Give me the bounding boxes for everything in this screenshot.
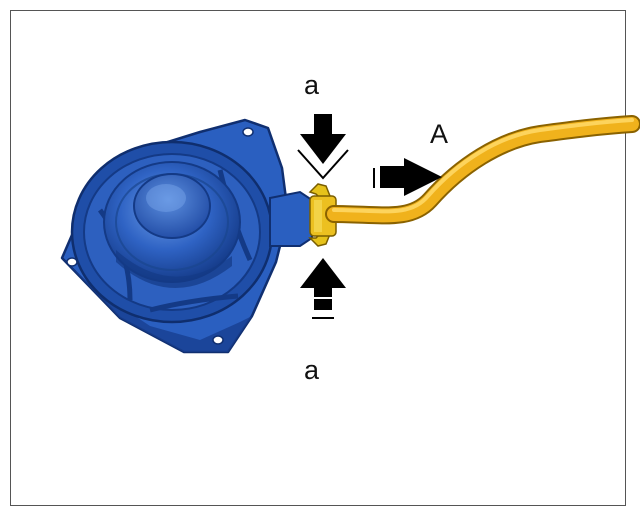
mount-hole-bottom <box>212 335 224 345</box>
label-press-point-top: a <box>304 70 320 100</box>
speaker <box>60 118 313 354</box>
speaker-terminal <box>269 190 313 247</box>
arrow-up-icon <box>300 258 346 319</box>
label-pull-direction: A <box>430 119 449 149</box>
label-press-point-bottom: a <box>304 355 320 385</box>
arrow-down-icon <box>297 114 349 180</box>
arrow-right-icon <box>373 158 442 196</box>
wire-cable-outline <box>325 115 640 225</box>
mount-hole-top <box>242 127 254 137</box>
wire-cable <box>327 117 639 223</box>
speaker-dust-cap <box>133 173 211 239</box>
